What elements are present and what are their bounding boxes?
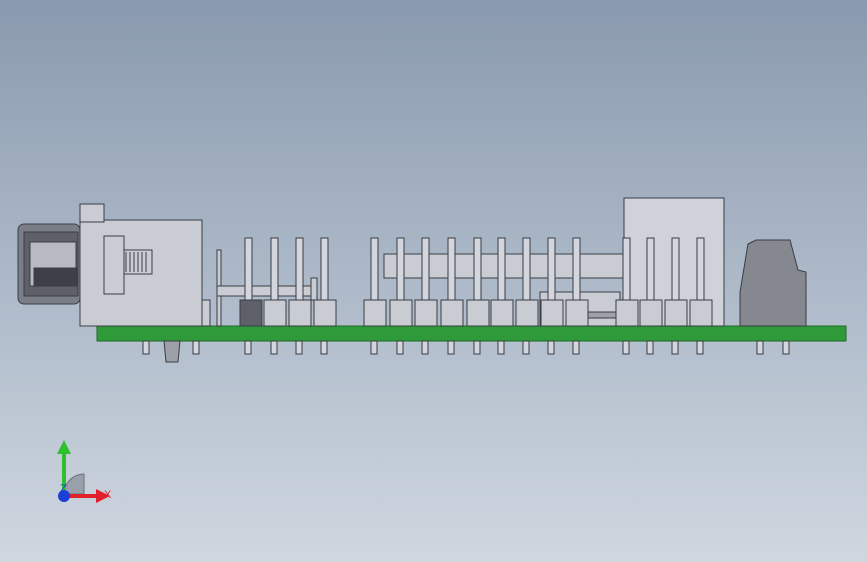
header-pin <box>696 237 705 301</box>
pin-housing <box>639 299 663 327</box>
pin-housing <box>540 299 564 327</box>
pin-leg <box>646 340 654 355</box>
z-axis-dot-icon <box>58 490 70 502</box>
pin-housing <box>664 299 688 327</box>
pin-leg <box>696 340 704 355</box>
pin-housing <box>288 299 312 327</box>
pin-leg <box>782 340 790 355</box>
z-axis-label: Z <box>60 483 67 495</box>
axis-triad: Y X Z <box>57 440 112 503</box>
header-pin <box>497 237 506 301</box>
header-pins <box>142 237 790 355</box>
jack-connector[interactable] <box>17 203 211 363</box>
header-pin <box>547 237 556 301</box>
pin-leg <box>756 340 764 355</box>
header-pin <box>646 237 655 301</box>
x-axis-label: X <box>104 489 112 501</box>
header-pin <box>671 237 680 301</box>
pin-leg <box>547 340 555 355</box>
header-pin <box>370 237 379 301</box>
pin-housing <box>440 299 464 327</box>
header-pin <box>295 237 304 301</box>
header-pin <box>320 237 329 301</box>
pin-leg <box>244 340 252 355</box>
pin-leg <box>572 340 580 355</box>
pin-housing <box>615 299 639 327</box>
pin-leg <box>270 340 278 355</box>
header-pin <box>572 237 581 301</box>
spring-icon <box>125 252 147 272</box>
pin-housing <box>565 299 589 327</box>
dark-header-block[interactable] <box>239 299 263 327</box>
pin-housing <box>313 299 337 327</box>
pin-leg <box>142 340 150 355</box>
pin-housing <box>263 299 287 327</box>
pin-housing <box>515 299 539 327</box>
pin-housing <box>363 299 387 327</box>
pin-leg <box>447 340 455 355</box>
x-axis-arrow-icon <box>96 489 110 503</box>
header-pin <box>396 237 405 301</box>
pin-leg <box>473 340 481 355</box>
header-pin <box>622 237 631 301</box>
header-pin <box>421 237 430 301</box>
header-pin <box>244 237 253 301</box>
pin-housing <box>689 299 713 327</box>
pcb-board[interactable] <box>96 325 847 342</box>
pin-leg <box>622 340 630 355</box>
pin-leg <box>671 340 679 355</box>
terminal-block[interactable] <box>739 239 807 327</box>
y-axis-arrow-icon <box>57 440 71 454</box>
pin-leg <box>192 340 200 355</box>
pin-leg <box>396 340 404 355</box>
header-pin <box>447 237 456 301</box>
pin-leg <box>421 340 429 355</box>
header-pin <box>473 237 482 301</box>
pin-housing <box>389 299 413 327</box>
pin-housing <box>466 299 490 327</box>
pin-leg <box>497 340 505 355</box>
y-axis-label: Y <box>60 445 68 457</box>
header-pin <box>270 237 279 301</box>
header-pin <box>522 237 531 301</box>
pin-housing <box>414 299 438 327</box>
pin-leg <box>522 340 530 355</box>
pin-leg <box>295 340 303 355</box>
pin-housing <box>490 299 514 327</box>
pin-leg <box>370 340 378 355</box>
pin-leg <box>320 340 328 355</box>
